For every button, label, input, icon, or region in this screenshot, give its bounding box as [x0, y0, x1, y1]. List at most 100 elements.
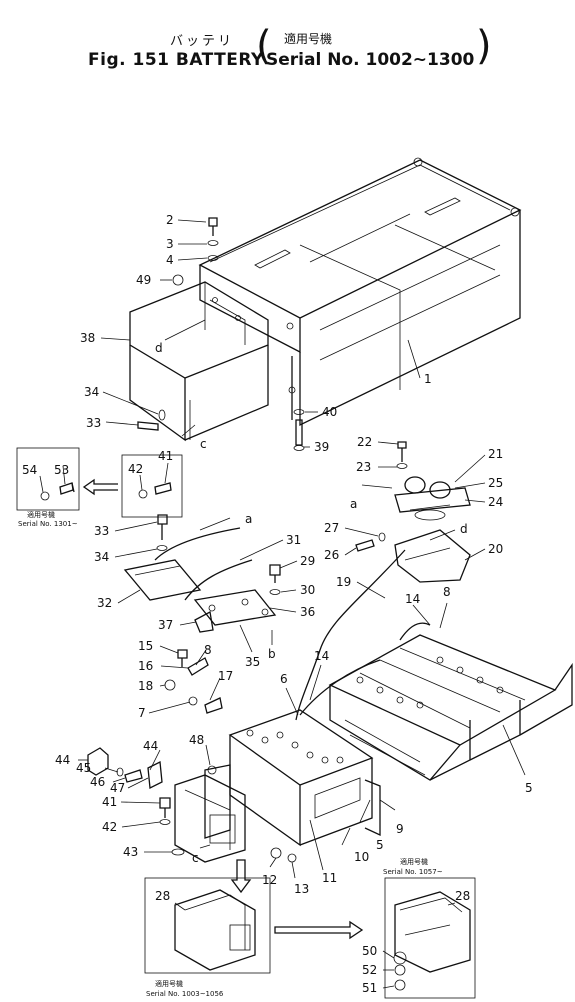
callout-15: 15	[138, 639, 153, 653]
callout-17: 17	[218, 669, 233, 683]
bolt-33-34-lower	[156, 514, 168, 551]
callout-10: 10	[354, 850, 369, 864]
callout-21: 21	[488, 447, 503, 461]
callout-8a: 8	[204, 643, 212, 657]
callout-50: 50	[362, 944, 377, 958]
callout-31: 31	[286, 533, 301, 547]
callout-3: 3	[166, 237, 174, 251]
arrow-down	[230, 859, 252, 894]
callout-41b: 41	[102, 795, 117, 809]
callout-24: 24	[488, 495, 503, 509]
bolt-26-27	[355, 532, 386, 552]
callout-18: 18	[138, 679, 153, 693]
callout-26: 26	[324, 548, 339, 562]
callout-40: 40	[322, 405, 337, 419]
title-japanese: バッテリ	[170, 34, 235, 49]
callout-11: 11	[322, 871, 337, 885]
arrow-1301	[82, 478, 118, 496]
ref-a-1: a	[350, 497, 357, 511]
ref-d-1: d	[155, 341, 163, 355]
serial-japanese: 適用号機	[284, 32, 333, 46]
ref-c-2: c	[192, 851, 199, 865]
relay-bracket-part-20	[394, 529, 471, 583]
callout-38: 38	[80, 331, 95, 345]
callout-7: 7	[138, 706, 146, 720]
callout-33b: 33	[94, 524, 109, 538]
callout-14a: 14	[314, 649, 329, 663]
callout-41a: 41	[158, 449, 173, 463]
callout-6: 6	[280, 672, 288, 686]
callout-42b: 42	[102, 820, 117, 834]
callout-5b: 5	[376, 838, 384, 852]
small-parts-15-18	[164, 649, 223, 714]
batteries-right	[299, 622, 573, 781]
figure-title: Fig. 151 BATTERY	[88, 50, 264, 70]
callout-33a: 33	[86, 416, 101, 430]
callout-34b: 34	[94, 550, 109, 564]
callout-16: 16	[138, 659, 153, 673]
callout-23: 23	[356, 460, 371, 474]
battery-left	[228, 709, 381, 847]
inset-1057	[384, 877, 476, 999]
callout-20: 20	[488, 542, 503, 556]
callout-labels: 2 3 4 49 38 1 34 33 40 39 22 23 21 25 24…	[18, 213, 533, 998]
callout-43: 43	[123, 845, 138, 859]
note-serial-1301: Serial No. 1301~	[18, 520, 78, 528]
callout-36: 36	[300, 605, 315, 619]
callout-49: 49	[136, 273, 151, 287]
callout-35: 35	[245, 655, 260, 669]
inset-1301-box	[16, 447, 80, 511]
note-applies-1301: 適用号機	[27, 510, 55, 519]
battery-cover-part-38	[129, 281, 269, 442]
callout-19: 19	[336, 575, 351, 589]
callout-22: 22	[357, 435, 372, 449]
callout-9: 9	[396, 822, 404, 836]
bolts-2-3-4	[172, 217, 219, 286]
callout-51: 51	[362, 981, 377, 995]
battery-box-part-1	[198, 157, 522, 427]
callout-52: 52	[362, 963, 377, 977]
open-bracket: (	[256, 23, 272, 69]
battery-relay-part-21	[394, 441, 471, 521]
callout-54: 54	[22, 463, 37, 477]
close-bracket: )	[476, 23, 492, 69]
leader-lines	[39, 219, 526, 989]
bolt-41-42-43	[159, 797, 185, 856]
battery-tray-left	[174, 764, 246, 863]
callout-28b: 28	[455, 889, 470, 903]
callout-2: 2	[166, 213, 174, 227]
callout-37: 37	[158, 618, 173, 632]
ref-b-1: b	[268, 647, 276, 661]
inset-1003-1056	[144, 877, 271, 974]
bolt-29-30	[269, 564, 281, 595]
callout-48: 48	[189, 733, 204, 747]
callout-1: 1	[424, 372, 432, 386]
callout-5a: 5	[525, 781, 533, 795]
callout-47: 47	[110, 781, 125, 795]
callout-45: 45	[76, 761, 91, 775]
callout-13: 13	[294, 882, 309, 896]
callout-27: 27	[324, 521, 339, 535]
ref-d-2: d	[460, 522, 468, 536]
callout-39: 39	[314, 440, 329, 454]
callout-25: 25	[488, 476, 503, 490]
ref-a-2: a	[245, 512, 252, 526]
callout-44a: 44	[55, 753, 70, 767]
callout-42a: 42	[128, 462, 143, 476]
callout-8b: 8	[443, 585, 451, 599]
ref-c-1: c	[200, 437, 207, 451]
callout-28a: 28	[155, 889, 170, 903]
cable-part-19	[295, 549, 406, 721]
bolt-39-washer-40	[293, 409, 305, 451]
callout-4: 4	[166, 253, 174, 267]
cable-harness-part-31	[123, 527, 277, 633]
callout-34a: 34	[84, 385, 99, 399]
serial-range: Serial No. 1002~1300	[266, 50, 475, 70]
note-applies-1057: 適用号機	[400, 857, 428, 866]
callout-14b: 14	[405, 592, 420, 606]
inset-41-42-box	[121, 454, 183, 518]
bolt-33-34	[137, 409, 166, 431]
callout-44b: 44	[143, 739, 158, 753]
note-serial-1057: Serial No. 1057~	[383, 868, 443, 876]
